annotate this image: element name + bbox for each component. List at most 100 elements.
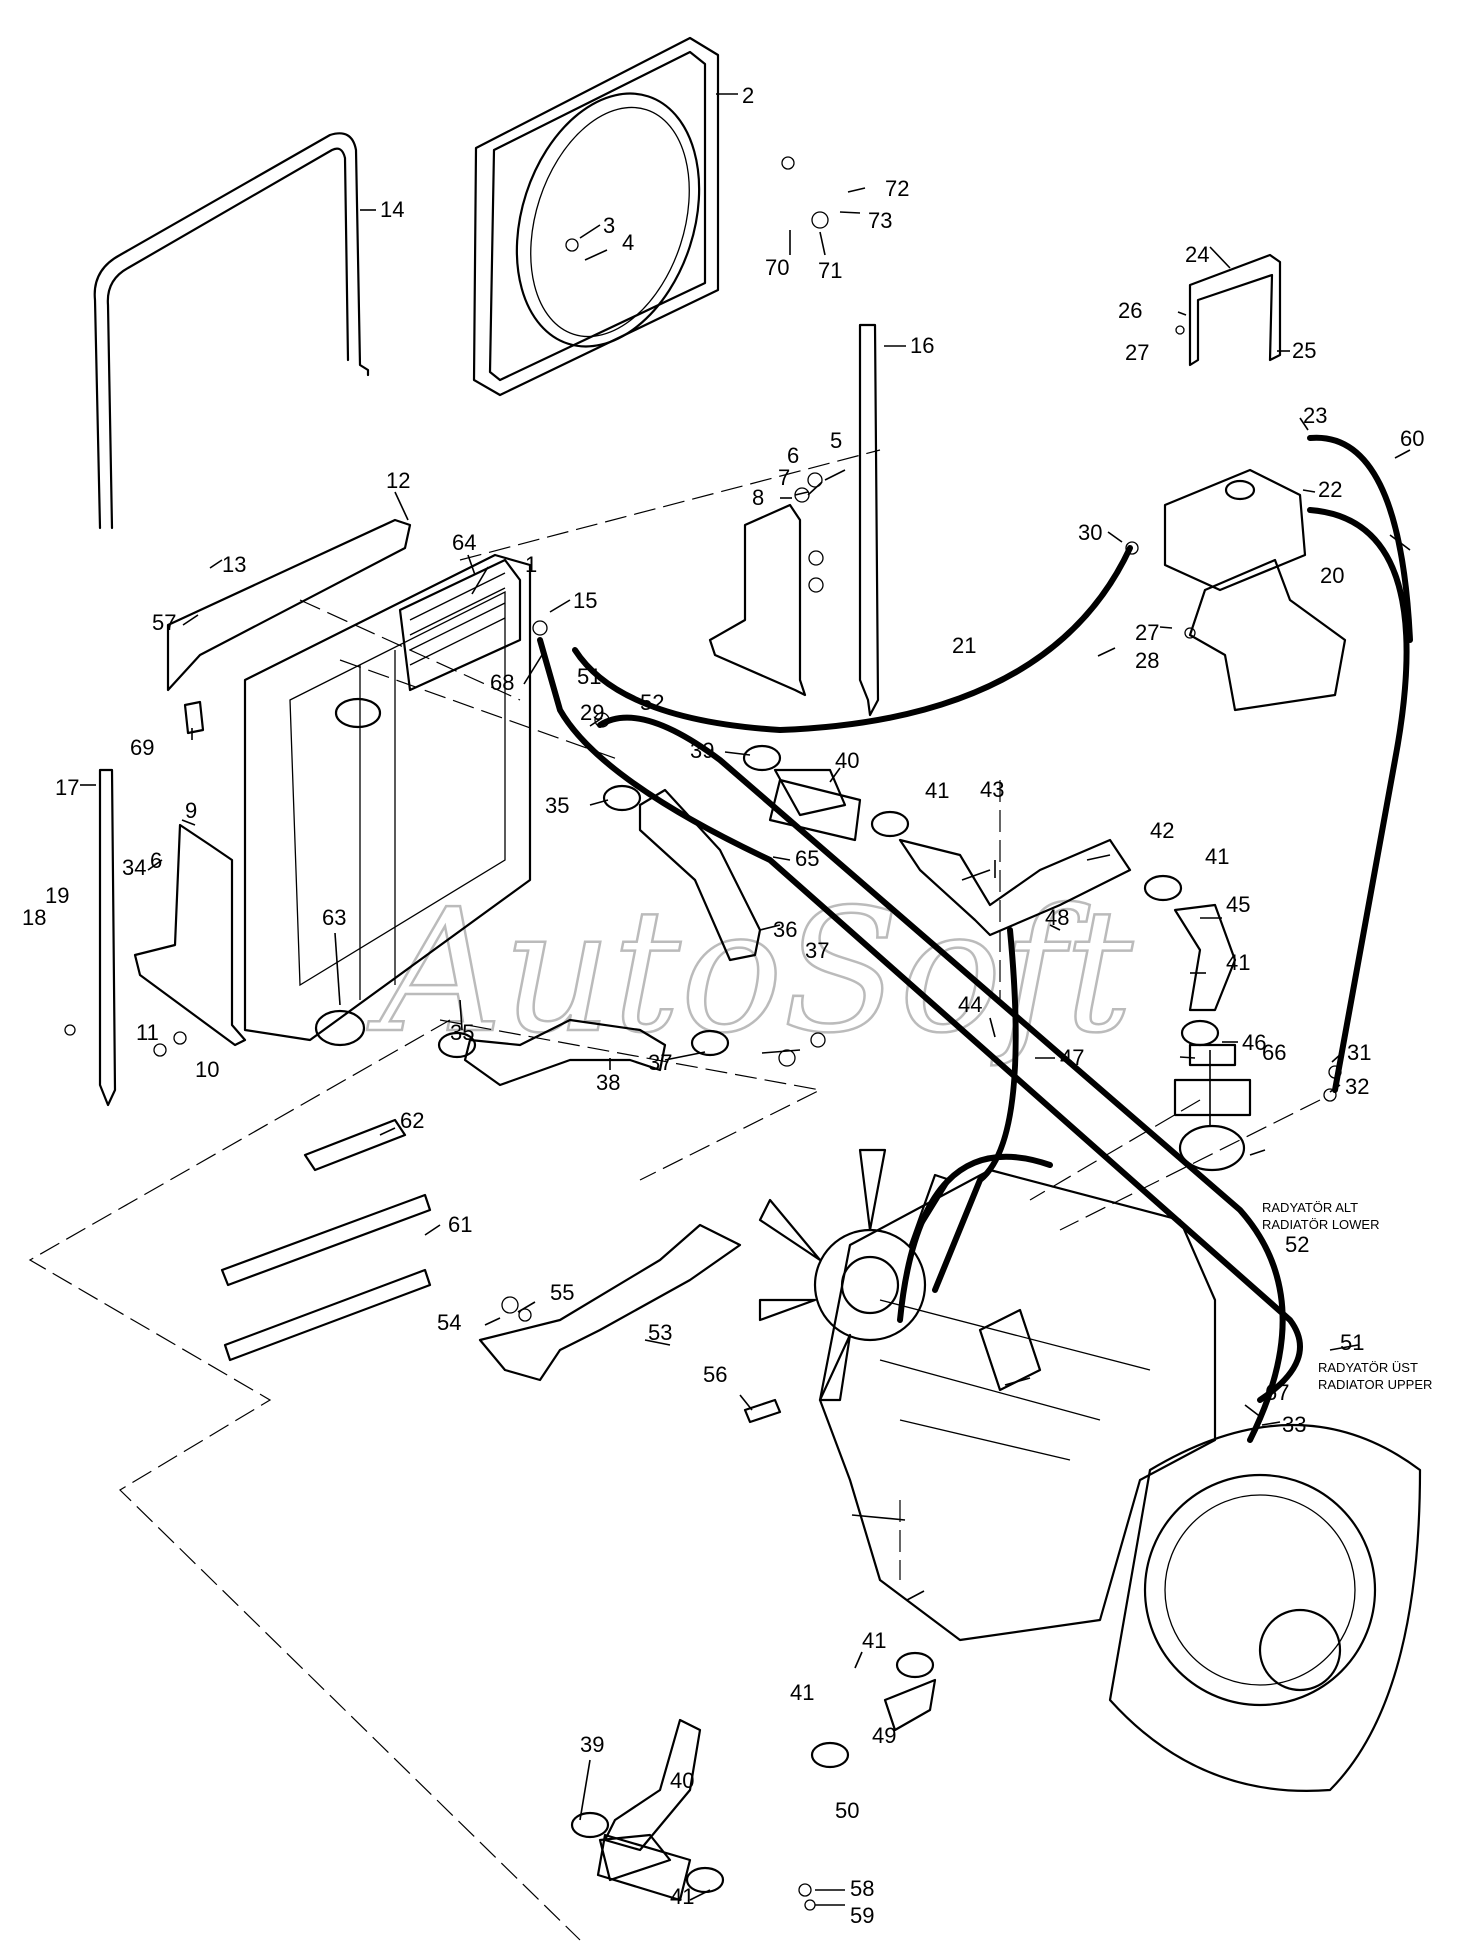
callout-41c: 41 bbox=[1226, 950, 1250, 975]
callout-51: 51 bbox=[577, 664, 601, 689]
clip-plate bbox=[183, 700, 205, 735]
side-strip bbox=[98, 768, 117, 1107]
callout-3: 3 bbox=[603, 213, 615, 238]
callout-41d: 41 bbox=[862, 1628, 886, 1653]
callout-37: 37 bbox=[805, 938, 829, 963]
seal-strip bbox=[93, 132, 370, 530]
callout-57: 57 bbox=[152, 610, 176, 635]
callout-26: 26 bbox=[1118, 298, 1142, 323]
support-bracket bbox=[708, 503, 807, 697]
callout-22: 22 bbox=[1318, 477, 1342, 502]
callout-10: 10 bbox=[195, 1057, 219, 1082]
callout-35b: 35 bbox=[450, 1020, 474, 1045]
callout-5: 5 bbox=[830, 428, 842, 453]
callout-31: 31 bbox=[1347, 1040, 1371, 1065]
hose-clamps bbox=[437, 744, 1220, 1894]
callout-21: 21 bbox=[952, 633, 976, 658]
callout-67: 67 bbox=[1265, 1380, 1289, 1405]
callout-23: 23 bbox=[1303, 403, 1327, 428]
sleeve-lower bbox=[596, 1833, 692, 1902]
callout-45: 45 bbox=[1226, 892, 1250, 917]
callout-55: 55 bbox=[550, 1280, 574, 1305]
hose-notes: RADYATÖR ALT RADIATÖR LOWER RADYATÖR ÜST… bbox=[1262, 1200, 1432, 1392]
support-strip bbox=[858, 323, 880, 717]
leader-lines bbox=[80, 93, 1411, 1906]
callout-64: 64 bbox=[452, 530, 476, 555]
engine-assembly bbox=[818, 1168, 1422, 1792]
note-radiator-lower-tr: RADYATÖR ALT bbox=[1262, 1200, 1358, 1215]
callout-52b: 52 bbox=[1285, 1232, 1309, 1257]
callout-49: 49 bbox=[872, 1723, 896, 1748]
sensor-block bbox=[743, 1398, 782, 1424]
callout-70: 70 bbox=[765, 255, 789, 280]
callout-6b: 6 bbox=[150, 848, 162, 873]
callout-44: 44 bbox=[958, 992, 982, 1017]
callout-14: 14 bbox=[380, 197, 404, 222]
note-radiator-lower-en: RADIATÖR LOWER bbox=[1262, 1217, 1380, 1232]
callout-50: 50 bbox=[835, 1798, 859, 1823]
callout-18: 18 bbox=[22, 905, 46, 930]
callout-58: 58 bbox=[850, 1876, 874, 1901]
callout-66: 66 bbox=[1262, 1040, 1286, 1065]
callout-56: 56 bbox=[703, 1362, 727, 1387]
callout-40b: 40 bbox=[670, 1768, 694, 1793]
callout-60: 60 bbox=[1400, 426, 1424, 451]
callout-2: 2 bbox=[742, 83, 754, 108]
callout-59: 59 bbox=[850, 1903, 874, 1928]
callout-54: 54 bbox=[437, 1310, 461, 1335]
hose-set bbox=[463, 768, 1252, 1882]
callout-27b: 27 bbox=[1135, 620, 1159, 645]
callout-39b: 39 bbox=[580, 1732, 604, 1757]
callout-42: 42 bbox=[1150, 818, 1174, 843]
callout-6: 6 bbox=[787, 443, 799, 468]
callout-69: 69 bbox=[130, 735, 154, 760]
callout-68: 68 bbox=[490, 670, 514, 695]
callout-61: 61 bbox=[448, 1212, 472, 1237]
note-radiator-upper-en: RADIATOR UPPER bbox=[1318, 1377, 1432, 1392]
callout-37b: 37 bbox=[648, 1050, 672, 1075]
callout-40: 40 bbox=[835, 748, 859, 773]
callout-20: 20 bbox=[1320, 563, 1344, 588]
callout-19: 19 bbox=[45, 883, 69, 908]
callout-35: 35 bbox=[545, 793, 569, 818]
callout-53: 53 bbox=[648, 1320, 672, 1345]
callout-51b: 51 bbox=[1340, 1330, 1364, 1355]
callout-39: 39 bbox=[690, 738, 714, 763]
sleeve-upper bbox=[768, 778, 862, 842]
callout-43: 43 bbox=[980, 777, 1004, 802]
callout-11: 11 bbox=[136, 1020, 159, 1045]
callout-30: 30 bbox=[1078, 520, 1102, 545]
foam-pads bbox=[220, 1118, 432, 1362]
callout-7: 7 bbox=[778, 465, 790, 490]
callout-15: 15 bbox=[573, 588, 597, 613]
callout-48: 48 bbox=[1045, 905, 1069, 930]
callout-28: 28 bbox=[1135, 648, 1159, 673]
callout-38: 38 bbox=[596, 1070, 620, 1095]
callout-24: 24 bbox=[1185, 242, 1209, 267]
top-plate bbox=[166, 518, 412, 692]
callout-25: 25 bbox=[1292, 338, 1316, 363]
callout-73: 73 bbox=[868, 208, 892, 233]
callout-46: 46 bbox=[1242, 1030, 1266, 1055]
callout-47: 47 bbox=[1060, 1045, 1084, 1070]
deflector-plate bbox=[478, 1223, 742, 1382]
cooling-fan bbox=[758, 1148, 952, 1402]
callout-34: 34 bbox=[122, 855, 146, 880]
fan-shroud bbox=[472, 36, 720, 397]
callout-65: 65 bbox=[795, 846, 819, 871]
callout-8: 8 bbox=[752, 485, 764, 510]
callout-33: 33 bbox=[1282, 1412, 1306, 1437]
callout-29: 29 bbox=[580, 700, 604, 725]
callout-41: 41 bbox=[925, 778, 949, 803]
callout-13: 13 bbox=[222, 552, 246, 577]
fasteners bbox=[64, 156, 1342, 1911]
callout-17: 17 bbox=[55, 775, 79, 800]
callout-32: 32 bbox=[1345, 1074, 1369, 1099]
callout-72: 72 bbox=[885, 176, 909, 201]
callout-52: 52 bbox=[640, 690, 664, 715]
note-radiator-upper-tr: RADYATÖR ÜST bbox=[1318, 1360, 1418, 1375]
callout-36: 36 bbox=[773, 917, 797, 942]
callout-9: 9 bbox=[185, 798, 197, 823]
callout-71: 71 bbox=[818, 258, 842, 283]
